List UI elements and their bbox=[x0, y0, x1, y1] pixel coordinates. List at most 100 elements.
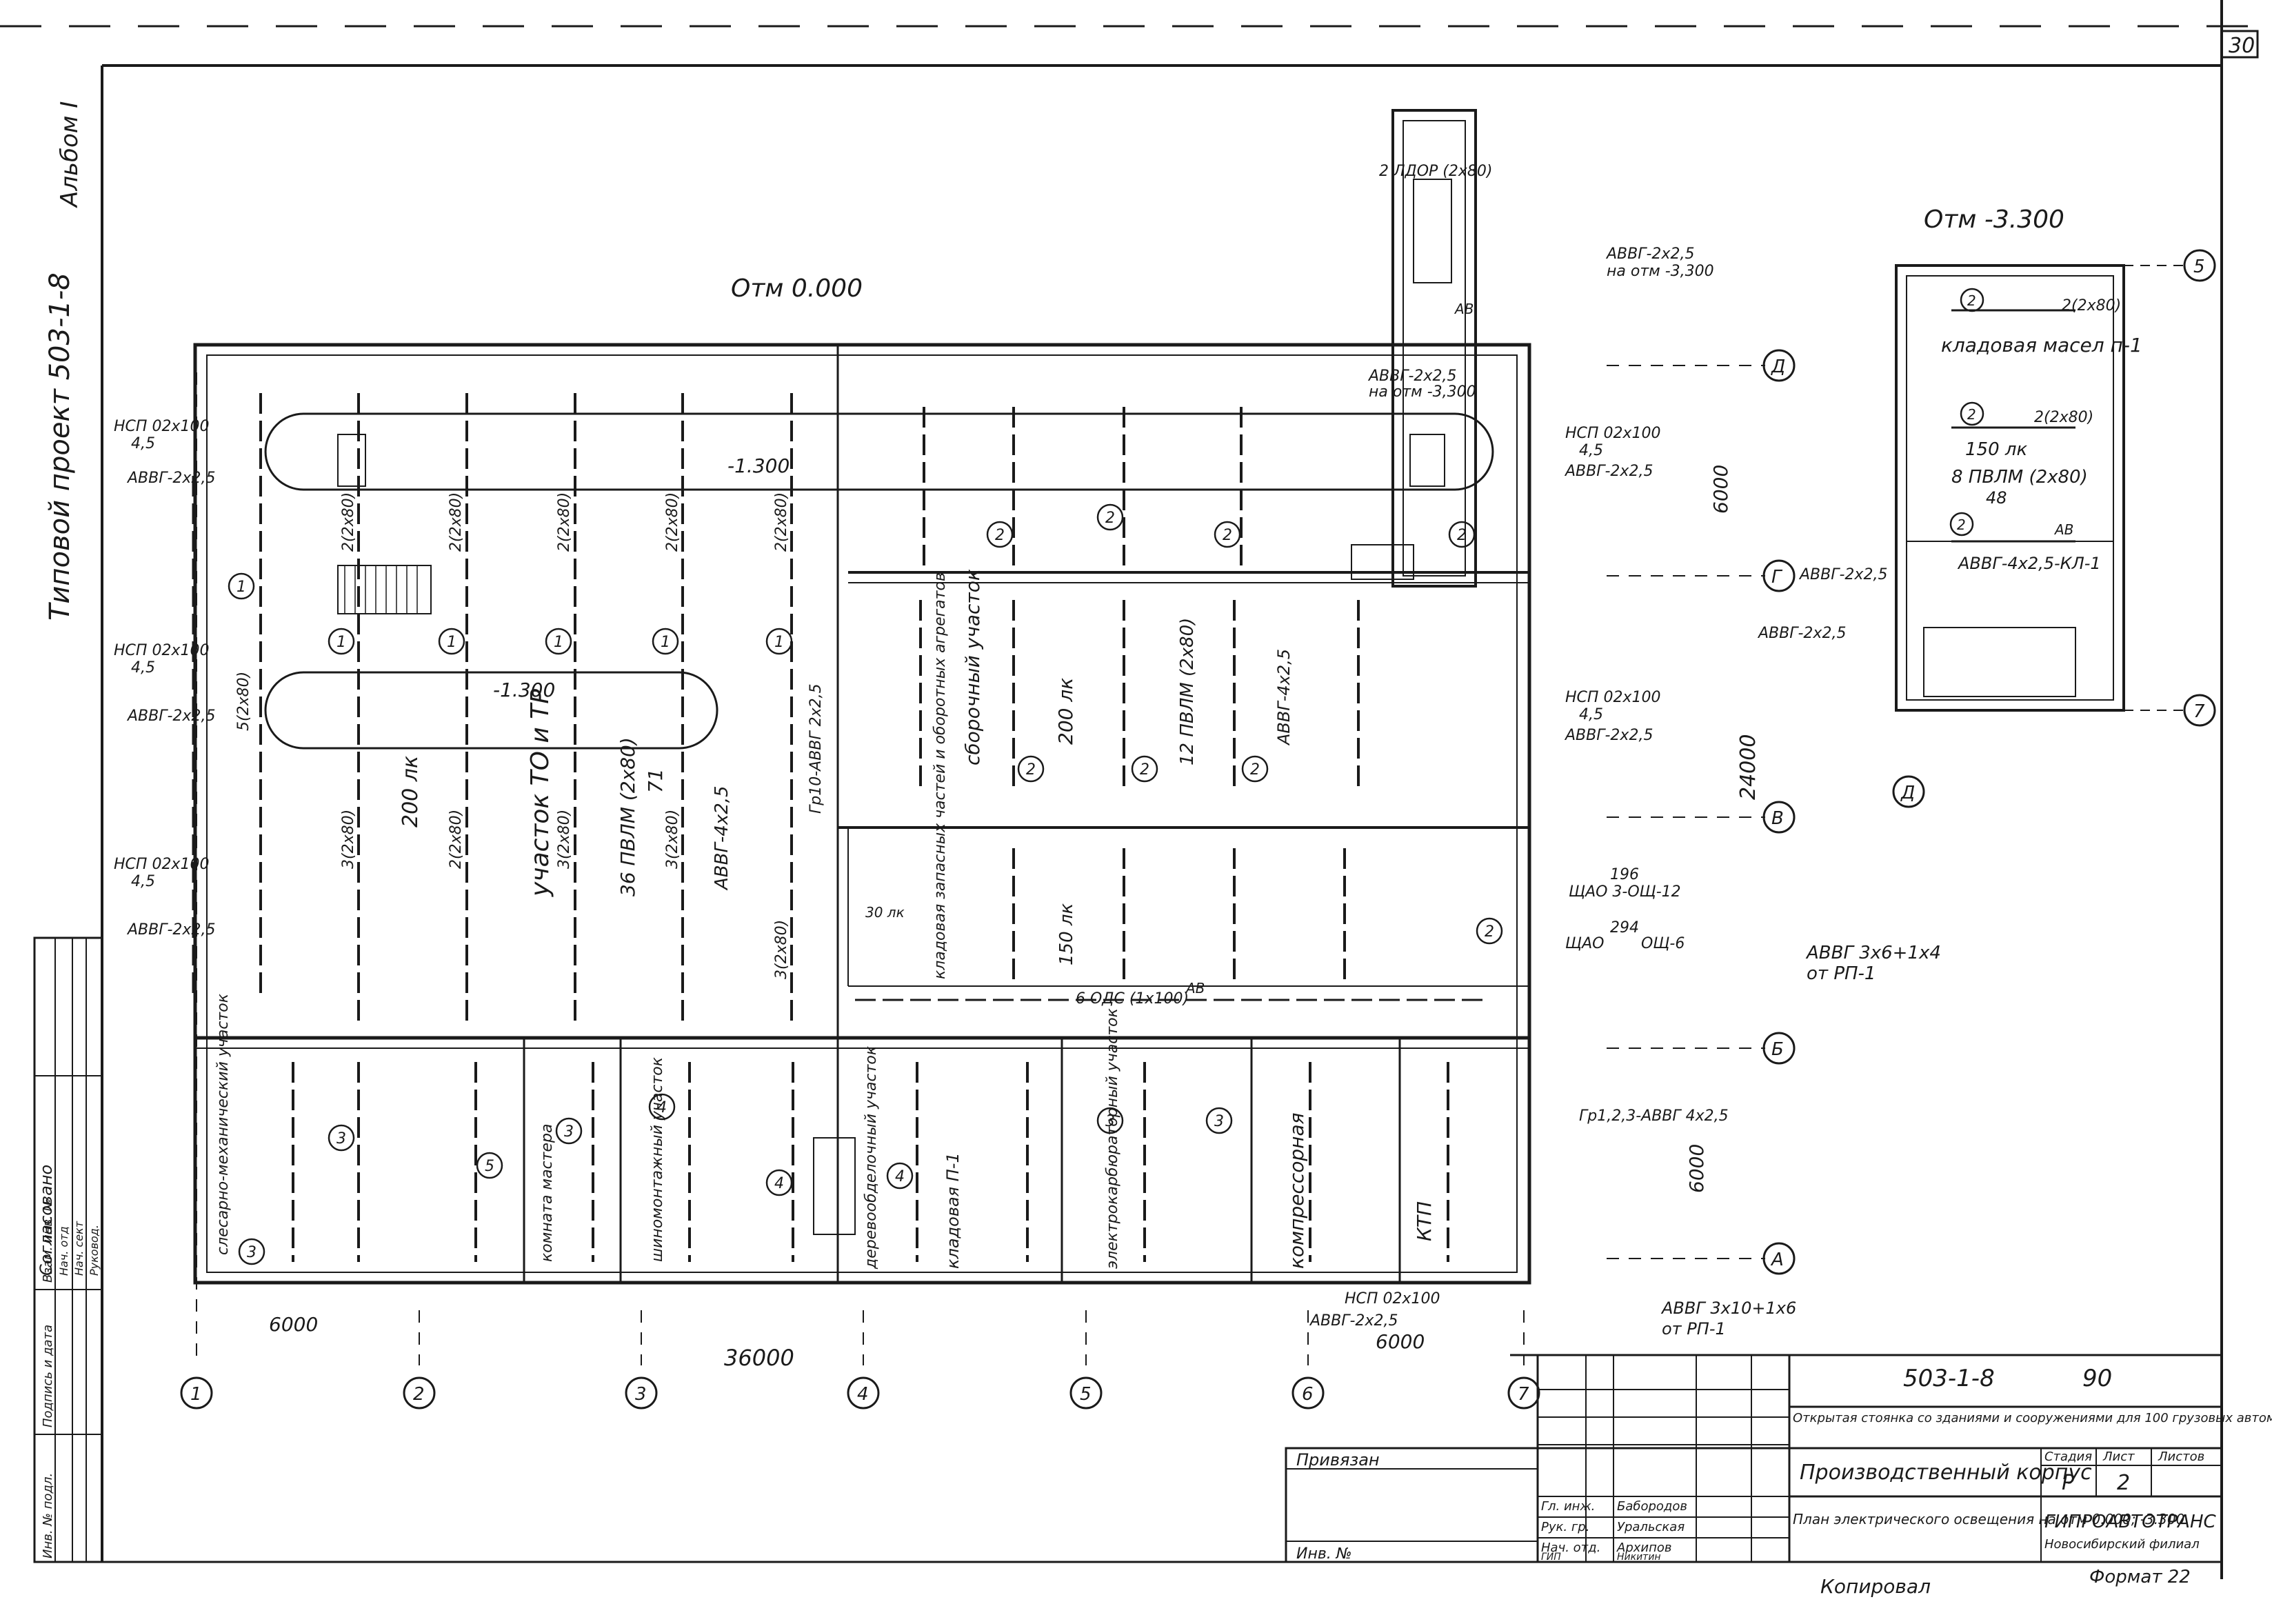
feed-2b: от РП-1 bbox=[1662, 1319, 1726, 1339]
circle-g2-a: 2 bbox=[995, 527, 1005, 544]
lamp-mark-d: 2(2х80) bbox=[556, 492, 573, 552]
axis-x-1: 1 bbox=[190, 1384, 202, 1405]
circle-g2-f: 2 bbox=[1140, 761, 1149, 779]
nsp-right-1: НСП 02х100 bbox=[1565, 425, 1660, 442]
feed-2: АВВГ 3х10+1х6 bbox=[1660, 1299, 1796, 1318]
axis-sub-7: 7 bbox=[2193, 701, 2205, 722]
circle-g5-a: 5 bbox=[485, 1158, 494, 1175]
circle-g1-e: 1 bbox=[661, 634, 670, 651]
gr123: Гр1,2,3-АВВГ 4х2,5 bbox=[1579, 1107, 1729, 1125]
level-sub: Отм -3.300 bbox=[1924, 205, 2064, 234]
axis-sub-5: 5 bbox=[2193, 257, 2205, 277]
shchao1-val: 196 bbox=[1610, 866, 1639, 883]
room-wood: деревообделочный участок bbox=[863, 1045, 880, 1270]
axis-y-g: Г bbox=[1771, 567, 1783, 588]
axis-x-3: 3 bbox=[635, 1384, 647, 1405]
room-locksmith: слесарно-механический участок bbox=[214, 993, 232, 1255]
cable-left-3: АВВГ-2х2,5 bbox=[126, 921, 215, 939]
circle-g3-e: 3 bbox=[1214, 1113, 1224, 1130]
axis-y-a: А bbox=[1770, 1250, 1784, 1270]
mark-8b: 48 bbox=[1986, 488, 2007, 508]
cable-right-2: АВВГ-2х2,5 bbox=[1564, 727, 1653, 744]
dim-total: 36000 bbox=[724, 1345, 794, 1371]
circle-g2-h: 2 bbox=[1485, 923, 1494, 941]
cable-top-2-na-otm: на отм -3,300 bbox=[1369, 383, 1476, 401]
lamp-mark-a: 5(2х80) bbox=[235, 672, 252, 731]
ramp-level-1: -1.300 bbox=[727, 454, 790, 477]
stamp-inv: Инв. № bbox=[1296, 1545, 1352, 1563]
cable-avvg-sub: АВВГ-4х2,5-КЛ-1 bbox=[1957, 554, 2101, 573]
lamp-mark-e: 2(2х80) bbox=[664, 492, 681, 552]
circle-g4-a: 4 bbox=[657, 1099, 667, 1116]
mark-6: 6 ОДС (1х100) bbox=[1076, 990, 1189, 1008]
nsp-3-h: 4,5 bbox=[131, 873, 155, 890]
side-c1: Нач. отд bbox=[57, 1226, 70, 1276]
cable-top-1: АВВГ-2х2,5 bbox=[1605, 245, 1694, 263]
circle-g2-e: 2 bbox=[1026, 761, 1036, 779]
stamp-sheets-h: Листов bbox=[2158, 1450, 2204, 1464]
lamp-mark-f: 2(2х80) bbox=[773, 492, 790, 552]
stamp-name-1: Уральская bbox=[1617, 1520, 1685, 1534]
circle-g1-c: 1 bbox=[447, 634, 456, 651]
circle-sub-b: 2 bbox=[1967, 406, 1976, 423]
stamp-privyazan: Привязан bbox=[1296, 1450, 1380, 1470]
mark-36b: 71 bbox=[644, 768, 667, 793]
cable-sub-2: АВВГ-2х2,5 bbox=[1757, 625, 1846, 642]
lux-storage: 150 лк bbox=[1056, 903, 1077, 965]
album-label: Альбом I bbox=[56, 101, 83, 208]
stamp-role-1: Рук. гр. bbox=[1541, 1520, 1589, 1534]
room-compressor: компрессорная bbox=[1285, 1113, 1308, 1269]
circle-g2-c: 2 bbox=[1223, 527, 1232, 544]
circle-g3-c: 3 bbox=[564, 1123, 574, 1141]
nsp-2: НСП 02х100 bbox=[114, 642, 209, 659]
stamp-org: ГИПРОАВТОТРАНС bbox=[2044, 1512, 2216, 1532]
lamp-rows bbox=[192, 393, 1489, 1262]
circle-g4-b: 4 bbox=[774, 1175, 784, 1192]
stamp-doc-code: 503-1-8 bbox=[1903, 1365, 1995, 1392]
mark-12: 12 ПВЛМ (2х80) bbox=[1177, 618, 1198, 765]
nsp-bottom: НСП 02х100 bbox=[1345, 1290, 1440, 1307]
cable-left-1: АВВГ-2х2,5 bbox=[126, 470, 215, 487]
stairs bbox=[337, 179, 1452, 1235]
axis-x-5: 5 bbox=[1080, 1384, 1092, 1405]
stamp-table bbox=[1285, 1354, 2223, 1563]
feed-1: АВВГ 3х6+1х4 bbox=[1805, 943, 1941, 963]
stamp-role-3: ГИП bbox=[1541, 1552, 1561, 1563]
level-main: Отм 0.000 bbox=[731, 274, 863, 303]
axis-x-6: 6 bbox=[1302, 1384, 1314, 1405]
circle-g4-c: 4 bbox=[895, 1168, 905, 1185]
axis-bubbles: 1 2 3 4 5 6 7 Д Г В Б А 5 7 Д bbox=[180, 249, 2216, 1410]
circle-g2-d: 2 bbox=[1457, 527, 1467, 544]
dim-vert-total: 24000 bbox=[1736, 734, 1760, 800]
mark-36: 36 ПВЛМ (2х80) bbox=[616, 737, 639, 896]
cable-sub-1: АВВГ-2х2,5 bbox=[1798, 566, 1887, 583]
side-c2: Нач. сект bbox=[72, 1221, 86, 1276]
axis-x-2: 2 bbox=[413, 1384, 425, 1405]
stamp-name-2: Архипов bbox=[1616, 1541, 1671, 1555]
circle-g3-b: 3 bbox=[247, 1244, 257, 1261]
room-electro: электрокарбюраторный участок bbox=[1104, 1008, 1121, 1269]
project-label: Типовой проект 503-1-8 bbox=[44, 272, 76, 621]
lamp-marks: 5(2х80) 2(2х80) 2(2х80) 2(2х80) 2(2х80) … bbox=[235, 297, 2121, 996]
axis-x-4: 4 bbox=[857, 1384, 869, 1405]
circle-g1-b: 1 bbox=[336, 634, 346, 651]
side-c3: Руковод. bbox=[88, 1225, 101, 1276]
sub-plan bbox=[1895, 264, 2186, 712]
nsp-2-h: 4,5 bbox=[131, 659, 155, 676]
nsp-3: НСП 02х100 bbox=[114, 856, 209, 873]
stamp-sheet-h: Лист bbox=[2102, 1450, 2135, 1464]
side-agreed: Согласовано bbox=[37, 1165, 56, 1276]
dim-vert-b: 6000 bbox=[1685, 1144, 1708, 1193]
circle-g2-b: 2 bbox=[1105, 510, 1115, 527]
lux-small: 30 лк bbox=[865, 904, 905, 921]
cable-avvg-assembly: АВВГ-4х2,5 bbox=[1274, 649, 1294, 746]
nsp-right-2-h: 4,5 bbox=[1579, 706, 1603, 723]
stamp-title1: Открытая стоянка со зданиями и сооружени… bbox=[1793, 1411, 2272, 1425]
axis-y-v: В bbox=[1771, 808, 1784, 829]
room-bay: участок ТО и ТР bbox=[526, 689, 554, 897]
stamp-stage: Р bbox=[2062, 1471, 2075, 1495]
lux-bay: 200 лк bbox=[399, 756, 423, 828]
stamp-building: Производственный корпус bbox=[1800, 1461, 2092, 1485]
axis-x-7: 7 bbox=[1518, 1384, 1529, 1405]
